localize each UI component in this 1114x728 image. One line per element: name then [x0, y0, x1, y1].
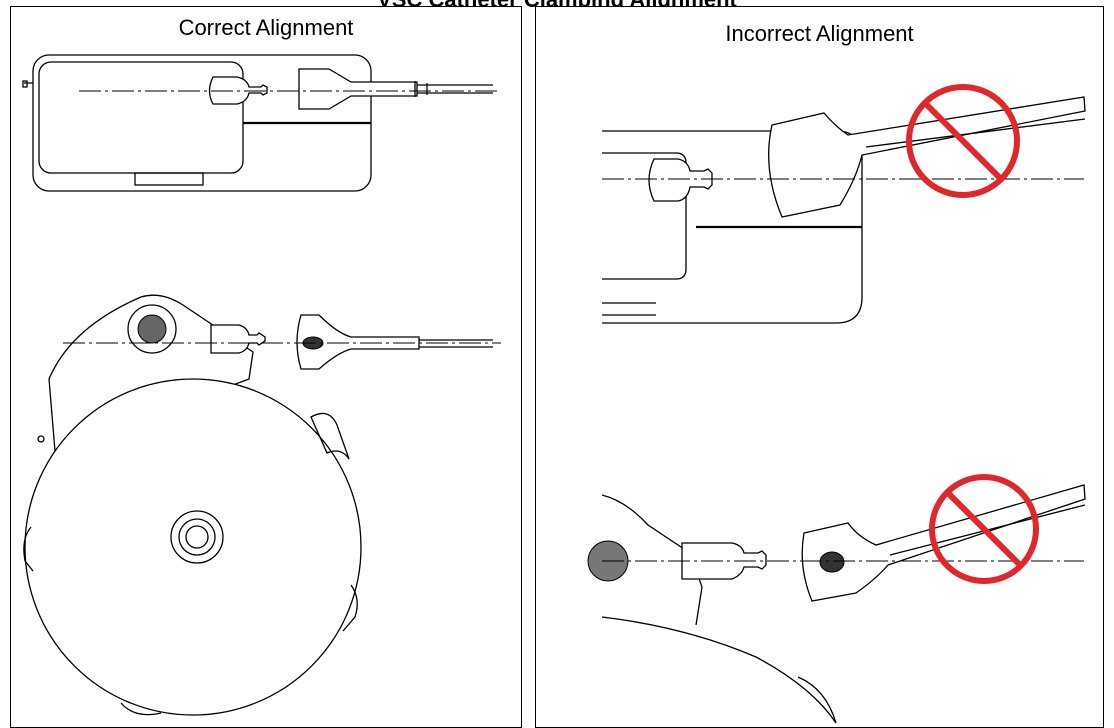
device-top-view [23, 294, 362, 716]
incorrect-alignment-title: Incorrect Alignment [725, 21, 914, 46]
connector-misaligned-top [648, 96, 1086, 218]
incorrect-alignment-panel: Incorrect Alignment [535, 6, 1104, 728]
device-side-view-cropped [602, 130, 863, 324]
connector-side-view [208, 68, 493, 110]
correct-alignment-panel: Correct Alignment [10, 6, 522, 728]
no-entry-icon [906, 84, 1020, 198]
incorrect-alignment-diagram [587, 84, 1086, 724]
correct-alignment-title: Correct Alignment [178, 15, 354, 40]
correct-alignment-diagram [22, 54, 501, 716]
connector-misaligned-bottom [681, 484, 1086, 602]
no-entry-icon [929, 474, 1039, 584]
connector-top-view [210, 314, 493, 370]
device-side-view [22, 54, 372, 192]
device-top-view-cropped [587, 494, 837, 724]
